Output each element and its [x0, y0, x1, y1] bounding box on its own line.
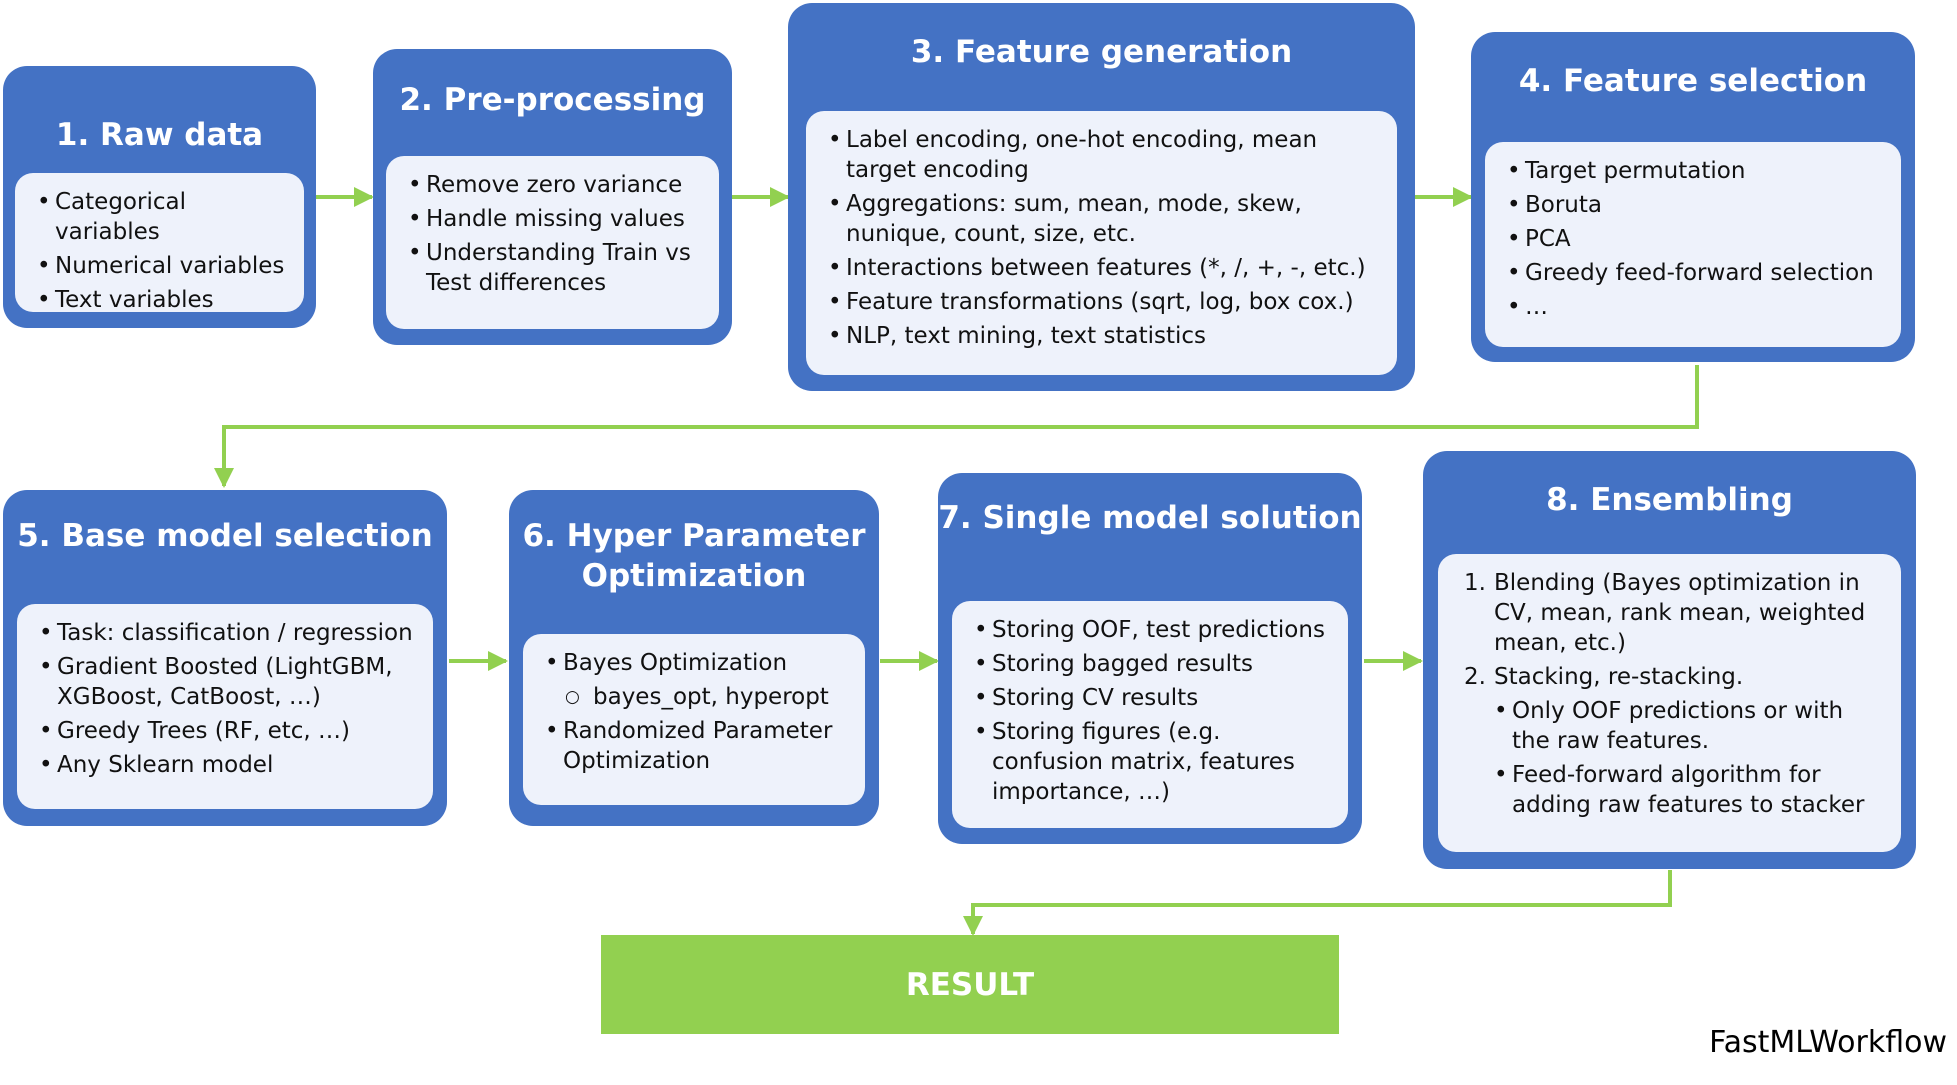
list-item: Numerical variables	[37, 251, 288, 281]
list-item: Storing figures (e.g. confusion matrix, …	[974, 717, 1332, 807]
step-feature-generation: 3. Feature generation Label encoding, on…	[788, 3, 1415, 391]
list-item: Interactions between features (*, /, +, …	[828, 253, 1381, 283]
item-text: Blending (Bayes optimization in CV, mean…	[1494, 570, 1866, 656]
step-body: Label encoding, one-hot encoding, mean t…	[806, 111, 1397, 375]
list-item: Understanding Train vs Test differences	[408, 238, 703, 298]
list-item: Any Sklearn model	[39, 750, 417, 780]
step-title: 8. Ensembling	[1546, 482, 1793, 518]
list-item: Target permutation	[1507, 156, 1885, 186]
list-item: Boruta	[1507, 190, 1885, 220]
item-list: Task: classification / regression Gradie…	[39, 618, 417, 780]
step-title: 6. Hyper Parameter Optimization	[522, 518, 866, 594]
step-body: Bayes Optimization bayes_opt, hyperopt R…	[523, 634, 865, 805]
nested-list: Only OOF predictions or with the raw fea…	[1494, 696, 1885, 820]
list-subitem: bayes_opt, hyperopt	[563, 682, 849, 712]
item-list: Label encoding, one-hot encoding, mean t…	[828, 125, 1381, 351]
list-item: Greedy feed-forward selection	[1507, 258, 1885, 288]
step-pre-processing: 2. Pre-processing Remove zero variance H…	[373, 49, 732, 345]
result-box: RESULT	[601, 935, 1339, 1034]
list-item: PCA	[1507, 224, 1885, 254]
step-body: Target permutation Boruta PCA Greedy fee…	[1485, 142, 1901, 347]
item-number: 1.	[1464, 570, 1486, 596]
arrow-8-to-result	[963, 870, 1672, 936]
item-list: Remove zero variance Handle missing valu…	[408, 170, 703, 298]
list-item: Feature transformations (sqrt, log, box …	[828, 287, 1381, 317]
step-raw-data: 1. Raw data Categorical variables Numeri…	[3, 66, 316, 328]
list-item: Aggregations: sum, mean, mode, skew, nun…	[828, 189, 1381, 249]
step-title: 4. Feature selection	[1518, 63, 1868, 99]
step-base-model-selection: 5. Base model selection Task: classifica…	[3, 490, 447, 826]
list-item: Randomized Parameter Optimization	[545, 716, 849, 776]
step-title: 7. Single model solution	[938, 500, 1362, 536]
step-title: 1. Raw data	[55, 117, 264, 153]
list-item: Categorical variables	[37, 187, 288, 247]
list-item: 1. Blending (Bayes optimization in CV, m…	[1464, 568, 1885, 658]
nested-item: Feed-forward algorithm for adding raw fe…	[1494, 760, 1885, 820]
list-item: Storing bagged results	[974, 649, 1332, 679]
list-item: Gradient Boosted (LightGBM, XGBoost, Cat…	[39, 652, 417, 712]
item-list: Storing OOF, test predictions Storing ba…	[974, 615, 1332, 807]
step-body: Categorical variables Numerical variable…	[15, 173, 304, 315]
list-item: Storing CV results	[974, 683, 1332, 713]
item-list: Categorical variables Numerical variable…	[37, 187, 288, 315]
list-item: Handle missing values	[408, 204, 703, 234]
item-list: Bayes Optimization bayes_opt, hyperopt R…	[545, 648, 849, 776]
list-item: Storing OOF, test predictions	[974, 615, 1332, 645]
list-item: Bayes Optimization	[545, 648, 849, 678]
step-ensembling: 8. Ensembling 1. Blending (Bayes optimiz…	[1423, 451, 1916, 869]
step-body: Remove zero variance Handle missing valu…	[386, 156, 719, 329]
step-title: 3. Feature generation	[910, 34, 1293, 70]
list-item: Text variables	[37, 285, 288, 315]
step-single-model-solution: 7. Single model solution Storing OOF, te…	[938, 473, 1362, 844]
result-label: RESULT	[905, 966, 1035, 1003]
list-item: 2. Stacking, re-stacking. Only OOF predi…	[1464, 662, 1885, 820]
item-text: Stacking, re-stacking.	[1494, 664, 1744, 690]
list-item: Remove zero variance	[408, 170, 703, 200]
step-title: 2. Pre-processing	[399, 82, 706, 118]
item-list: 1. Blending (Bayes optimization in CV, m…	[1464, 568, 1885, 820]
item-number: 2.	[1464, 664, 1486, 690]
list-item: Greedy Trees (RF, etc, …)	[39, 716, 417, 746]
list-item: NLP, text mining, text statistics	[828, 321, 1381, 351]
step-hyper-parameter-optimization: 6. Hyper Parameter Optimization Bayes Op…	[509, 490, 879, 826]
step-body: Task: classification / regression Gradie…	[17, 604, 433, 809]
list-item: Label encoding, one-hot encoding, mean t…	[828, 125, 1381, 185]
step-title: 5. Base model selection	[17, 518, 433, 554]
item-list: Target permutation Boruta PCA Greedy fee…	[1507, 156, 1885, 322]
step-feature-selection: 4. Feature selection Target permutation …	[1471, 32, 1915, 362]
step-body: Storing OOF, test predictions Storing ba…	[952, 601, 1348, 828]
step-body: 1. Blending (Bayes optimization in CV, m…	[1438, 554, 1901, 852]
list-item: …	[1507, 292, 1885, 322]
list-item: Task: classification / regression	[39, 618, 417, 648]
nested-item: Only OOF predictions or with the raw fea…	[1494, 696, 1885, 756]
arrow-4-to-5	[214, 365, 1699, 488]
watermark-label: FastMLWorkflow	[1709, 1025, 1947, 1060]
